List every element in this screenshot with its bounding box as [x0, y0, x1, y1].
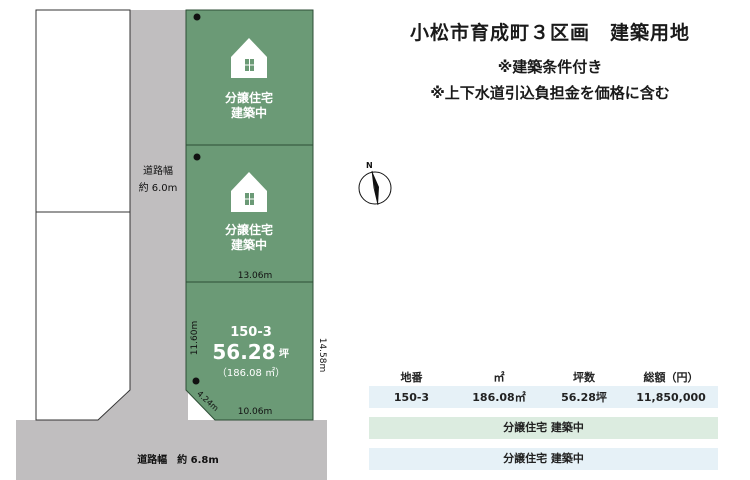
cell-total: 11,850,000	[636, 390, 706, 404]
road-horizontal-label: 道路幅 約 6.8m	[137, 453, 219, 466]
lot-3-number: 150-3	[230, 325, 272, 340]
compass-icon: N	[358, 161, 392, 206]
subtitle-note: ※上下水道引込負担金を価格に含む	[430, 84, 670, 102]
house-icon	[231, 172, 267, 212]
lot-3	[185, 281, 314, 421]
cell-tsubo: 56.28坪	[561, 391, 607, 404]
road-horizontal	[16, 420, 327, 480]
lot-2	[185, 144, 314, 283]
dimension-top: 13.06m	[238, 271, 273, 281]
lot-3-tsubo-unit: 坪	[279, 347, 289, 360]
compass-north-label: N	[366, 161, 373, 170]
cell-sqm: 186.08㎡	[472, 391, 526, 404]
header-tsubo: 坪数	[573, 371, 595, 384]
cell-lot-number: 150-3	[393, 390, 430, 404]
lot-1-label-line1: 分譲住宅	[225, 90, 273, 105]
dimension-bottom: 10.06m	[238, 407, 273, 417]
header-sqm: ㎡	[493, 371, 505, 384]
lot-1-label-line2: 建築中	[230, 105, 267, 120]
corner-marker	[192, 377, 200, 385]
header-lot-number: 地番	[400, 371, 423, 384]
table-row: 150-3 186.08㎡ 56.28坪 11,850,000	[369, 386, 718, 408]
status-row: 分譲住宅 建築中	[369, 448, 718, 470]
table-header: 地番 ㎡ 坪数 総額（円）	[369, 366, 718, 388]
dimension-left: 11.60m	[190, 321, 200, 356]
status-row: 分譲住宅 建築中	[369, 417, 718, 439]
road-corner	[90, 380, 188, 420]
road-vertical	[130, 10, 188, 420]
house-icon	[231, 38, 267, 78]
site-plan-map: 分譲住宅 建築中 分譲住宅 建築中 150-3 56.28 坪 （186.08 …	[16, 9, 327, 480]
corner-marker	[193, 153, 201, 161]
road-vertical-label: 道路幅	[143, 164, 173, 177]
lot-2-label-line2: 建築中	[230, 237, 267, 252]
subtitle-condition: ※建築条件付き	[497, 58, 603, 76]
lot-3-sqm: （186.08 ㎡）	[217, 367, 285, 379]
neighbor-parcel	[35, 9, 131, 421]
page-title: 小松市育成町３区画 建築用地	[409, 22, 690, 44]
header-total: 総額（円）	[643, 371, 699, 384]
road-vertical-width: 約 6.0m	[139, 181, 178, 194]
dimension-right: 14.58m	[317, 338, 327, 373]
lot-3-tsubo: 56.28	[212, 340, 275, 364]
corner-marker	[193, 13, 201, 21]
lot-2-label-line1: 分譲住宅	[225, 222, 273, 237]
